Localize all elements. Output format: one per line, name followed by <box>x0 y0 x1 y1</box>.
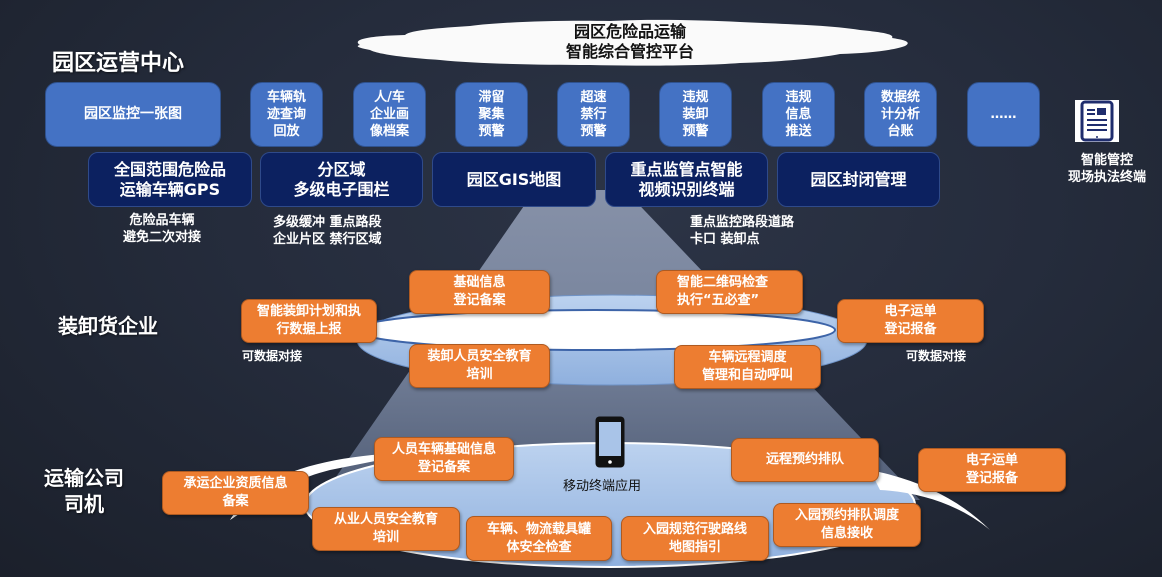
module-profile-archive[interactable]: 人/车 企业画 像档案 <box>353 82 426 147</box>
field-terminal-label: 智能管控 现场执法终端 <box>1067 153 1146 185</box>
enterprise-item-qr-check[interactable]: 智能二维码检查 执行“五必查” <box>656 270 803 314</box>
enterprise-note-left: 可数据对接 <box>242 349 303 363</box>
transport-item-basic-info[interactable]: 人员车辆基础信息 登记备案 <box>374 437 514 481</box>
tablet-document-icon <box>1075 100 1119 142</box>
module-stay-gather-alert[interactable]: 滞留 聚集 预警 <box>455 82 528 147</box>
transport-item-vehicle-check[interactable]: 车辆、物流载具罐 体安全检查 <box>466 516 612 561</box>
module-speeding-alert[interactable]: 超速 禁行 预警 <box>557 82 630 147</box>
module-statistics-ledger[interactable]: 数据统 计分析 台账 <box>864 82 937 147</box>
transport-item-safety-training[interactable]: 从业人员安全教育 培训 <box>312 507 460 551</box>
module-park-monitor-map[interactable]: 园区监控一张图 <box>45 82 221 147</box>
mobile-app-label: 移动终端应用 <box>563 479 642 494</box>
module-gis-map[interactable]: 园区GIS地图 <box>432 152 596 207</box>
enterprise-item-safety-training[interactable]: 装卸人员安全教育 培训 <box>409 344 550 388</box>
transport-item-queue-dispatch[interactable]: 入园预约排队调度 信息接收 <box>773 503 921 547</box>
module-closed-management[interactable]: 园区封闭管理 <box>777 152 940 207</box>
module-video-recognition[interactable]: 重点监管点智能 视频识别终端 <box>605 152 768 207</box>
smartphone-icon <box>595 416 625 468</box>
platform-title: 园区危险品运输 智能综合管控平台 <box>565 22 694 61</box>
platform-cloud <box>357 19 908 66</box>
note-gps: 危险品车辆 避免二次对接 <box>123 213 202 245</box>
enterprise-item-e-waybill[interactable]: 电子运单 登记报备 <box>837 299 984 343</box>
note-video: 重点监控路段道路 卡口 装卸点 <box>690 215 795 247</box>
module-vehicle-track-playback[interactable]: 车辆轨 迹查询 回放 <box>250 82 323 147</box>
module-geofence[interactable]: 分区域 多级电子围栏 <box>260 152 423 207</box>
field-terminal[interactable]: 智能管控 现场执法终端 <box>1050 100 1162 190</box>
enterprise-note-right: 可数据对接 <box>906 349 967 363</box>
section-title-loading-enterprise: 装卸货企业 <box>58 314 158 338</box>
enterprise-item-loading-plan[interactable]: 智能装卸计划和执 行数据上报 <box>241 299 377 343</box>
module-national-gps[interactable]: 全国范围危险品 运输车辆GPS <box>88 152 252 207</box>
transport-layer-swoosh-right <box>870 470 990 530</box>
enterprise-item-remote-dispatch[interactable]: 车辆远程调度 管理和自动呼叫 <box>674 345 821 389</box>
section-title-operations-center: 园区运营中心 <box>52 51 185 76</box>
note-geofence: 多级缓冲 重点路段 企业片区 禁行区域 <box>273 215 382 247</box>
module-more[interactable]: …… <box>967 82 1040 147</box>
transport-item-route-guide[interactable]: 入园规范行驶路线 地图指引 <box>621 516 769 561</box>
transport-item-qualification[interactable]: 承运企业资质信息 备案 <box>162 471 309 515</box>
transport-item-remote-queue[interactable]: 远程预约排队 <box>731 438 879 482</box>
module-illegal-loading-alert[interactable]: 违规 装卸 预警 <box>659 82 732 147</box>
transport-item-e-waybill[interactable]: 电子运单 登记报备 <box>918 448 1066 492</box>
section-title-transport-company: 运输公司 司机 <box>44 466 124 516</box>
enterprise-item-basic-info[interactable]: 基础信息 登记备案 <box>409 270 550 314</box>
module-violation-push[interactable]: 违规 信息 推送 <box>762 82 835 147</box>
